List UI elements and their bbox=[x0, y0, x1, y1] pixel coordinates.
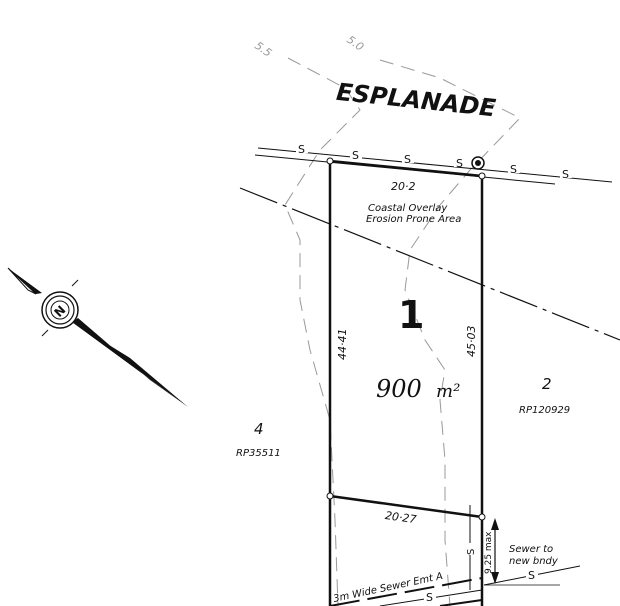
sewer-marker: S bbox=[562, 168, 569, 181]
overlay-label-2: Erosion Prone Area bbox=[366, 214, 461, 225]
left-dimension: 44·41 bbox=[336, 329, 349, 361]
contour-lines bbox=[284, 57, 521, 606]
easement-line bbox=[329, 577, 483, 606]
contour-label-5-0: 5.0 bbox=[344, 33, 366, 54]
right-dimension: 45·03 bbox=[465, 326, 478, 358]
sewer-marker: S bbox=[456, 157, 463, 170]
sewer-marker: S bbox=[528, 569, 535, 582]
sewer-marker: S bbox=[404, 153, 411, 166]
survey-pegs bbox=[326, 157, 486, 521]
sewer-marker: S bbox=[352, 149, 359, 162]
neighbour-plan: RP35511 bbox=[236, 448, 281, 459]
max-dimension: 9.25 max bbox=[484, 531, 494, 574]
lot-number: 1 bbox=[398, 293, 424, 337]
neighbour-plan: RP120929 bbox=[519, 405, 570, 416]
sewer-marker: S bbox=[466, 549, 477, 555]
road-name: ESPLANADE bbox=[335, 78, 498, 123]
sewer-note-1: Sewer to bbox=[509, 544, 553, 555]
front-dimension: 20·2 bbox=[391, 180, 416, 193]
sewer-note-2: new bndy bbox=[509, 556, 559, 567]
coastal-overlay-line bbox=[239, 187, 620, 341]
manhole-icon bbox=[471, 156, 485, 170]
easement-line bbox=[439, 599, 483, 606]
lot-area-unit: m² bbox=[436, 381, 460, 402]
neighbour-lot-number: 4 bbox=[254, 420, 264, 438]
sewer-main-line bbox=[257, 147, 613, 183]
sewer-markers: S S S S S S bbox=[296, 143, 572, 181]
lot-area: 900 bbox=[376, 375, 422, 403]
lot-boundary bbox=[328, 159, 484, 606]
sewer-marker: S bbox=[298, 143, 305, 156]
neighbour-lot-number: 2 bbox=[542, 375, 552, 393]
overlay-label-1: Coastal Overlay bbox=[368, 203, 448, 214]
rear-dimension: 20·27 bbox=[384, 509, 417, 526]
sewer-marker: S bbox=[426, 591, 433, 604]
contour-label-5-5: 5.5 bbox=[252, 39, 274, 60]
sewer-marker: S bbox=[510, 163, 517, 176]
north-arrow-icon: N bbox=[7, 267, 188, 407]
